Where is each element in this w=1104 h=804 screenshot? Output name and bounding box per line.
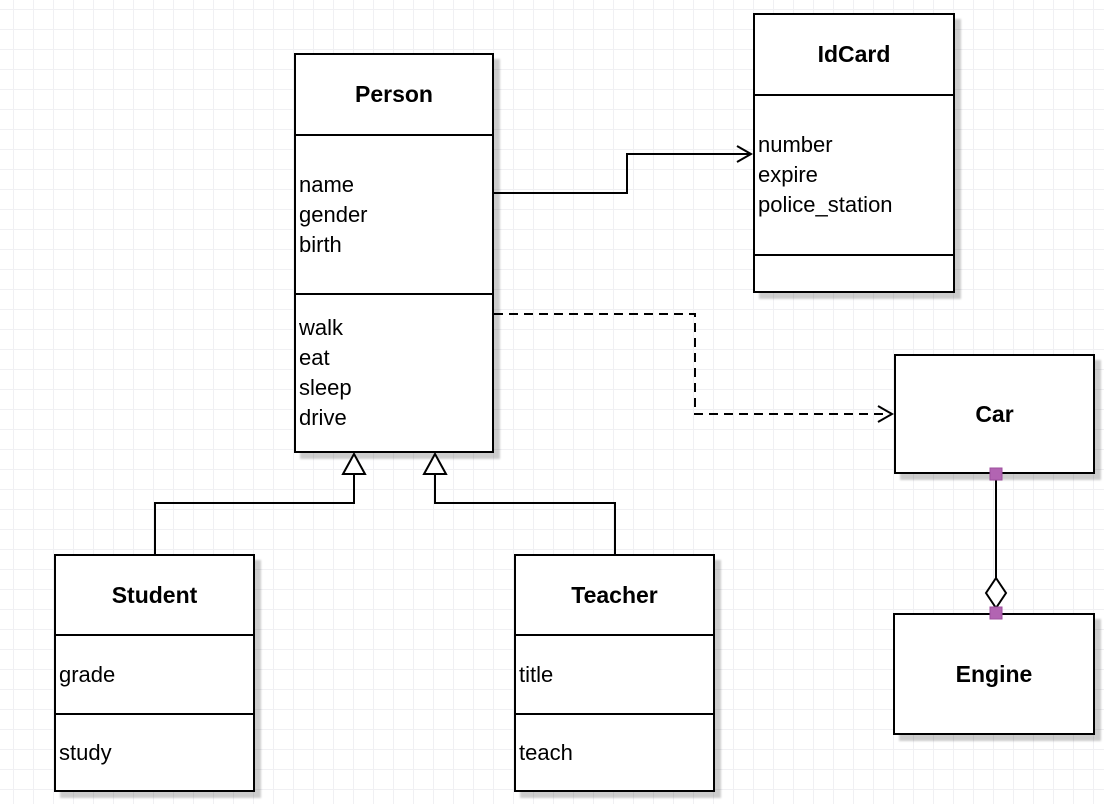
class-title[interactable]: Teacher — [516, 556, 713, 636]
member-row[interactable]: grade — [59, 661, 116, 687]
edge-person-car[interactable] — [494, 313, 886, 415]
connection-point-engine[interactable] — [989, 606, 1003, 620]
aggregation-diamond-icon — [984, 576, 1008, 610]
member-row[interactable]: drive — [299, 405, 347, 430]
member-row[interactable]: police_station — [758, 192, 893, 217]
class-box-engine[interactable]: Engine — [893, 613, 1095, 735]
attributes-compartment: number expire police_station — [755, 96, 953, 256]
member-row[interactable]: title — [519, 661, 554, 687]
class-box-student[interactable]: Student grade study — [54, 554, 255, 792]
connection-point-car[interactable] — [989, 467, 1003, 481]
member-row[interactable]: sleep — [299, 375, 352, 400]
member-row[interactable]: expire — [758, 162, 818, 187]
member-row[interactable]: birth — [299, 231, 342, 257]
member-row[interactable]: gender — [299, 201, 368, 227]
class-box-person[interactable]: Person name gender birth walk eat sleep … — [294, 53, 494, 453]
member-row[interactable]: number — [758, 132, 833, 157]
hollow-triangle-icon — [422, 451, 448, 475]
methods-compartment: study — [56, 715, 253, 790]
open-arrowhead-icon — [736, 145, 754, 163]
class-title[interactable]: Car — [975, 400, 1014, 427]
attributes-compartment: grade — [56, 636, 253, 715]
methods-compartment: teach — [516, 715, 713, 790]
member-row[interactable]: name — [299, 171, 355, 197]
member-row[interactable]: teach — [519, 739, 573, 765]
hollow-triangle-icon — [341, 451, 367, 475]
member-row[interactable]: walk — [299, 315, 344, 340]
edge-student-person[interactable] — [154, 474, 355, 554]
class-title[interactable]: Engine — [955, 660, 1033, 687]
attributes-compartment: name gender birth — [296, 136, 492, 295]
class-box-idcard[interactable]: IdCard number expire police_station — [753, 13, 955, 293]
class-title[interactable]: IdCard — [755, 15, 953, 96]
attributes-compartment: title — [516, 636, 713, 715]
member-row[interactable]: study — [59, 739, 112, 765]
class-box-teacher[interactable]: Teacher title teach — [514, 554, 715, 792]
methods-compartment: walk eat sleep drive — [296, 295, 492, 451]
member-row[interactable]: eat — [299, 345, 330, 370]
edge-teacher-person[interactable] — [434, 474, 616, 554]
class-title[interactable]: Student — [56, 556, 253, 636]
open-arrowhead-icon — [877, 405, 895, 423]
edge-person-idcard[interactable] — [494, 153, 749, 194]
class-title[interactable]: Person — [296, 55, 492, 136]
